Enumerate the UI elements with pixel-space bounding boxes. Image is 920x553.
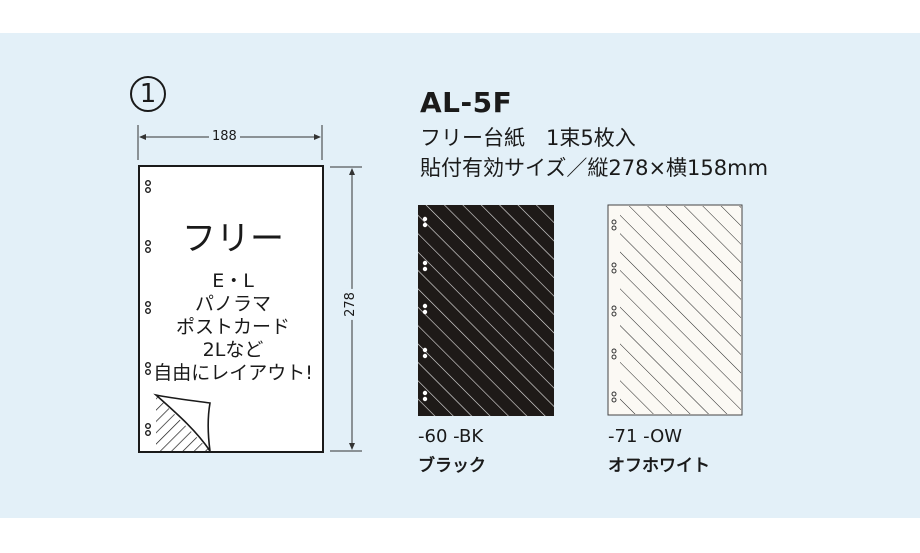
width-label: 188	[209, 129, 240, 144]
height-label: 278	[342, 289, 358, 320]
item-number-badge: 1	[130, 76, 166, 112]
variant-name-black: ブラック	[418, 456, 486, 476]
product-code: AL-5F	[420, 86, 513, 119]
variant-code-black: -60 -BK	[418, 426, 484, 447]
sheet-line: 自由にレイアウト!	[153, 362, 313, 384]
binding-holes	[144, 179, 151, 437]
sheet-title: フリー	[182, 219, 284, 259]
sheet-line: ポストカード	[175, 316, 290, 338]
sheet-text-block: フリー E・L パノラマ ポストカード 2Lなど 自由にレイアウト!	[140, 211, 326, 385]
sheet-line: E・L	[212, 270, 254, 292]
sheet-line: パノラマ	[194, 293, 271, 315]
swatch-black-holes	[422, 216, 428, 402]
peeled-corner	[153, 393, 211, 452]
variant-code-offwhite: -71 -OW	[608, 426, 683, 447]
product-size-info: 貼付有効サイズ／縦278×横158mm	[420, 156, 769, 180]
variant-name-offwhite: オフホワイト	[608, 456, 710, 476]
sheet-line: 2Lなど	[202, 339, 264, 361]
product-description: フリー台紙 1束5枚入	[420, 126, 636, 150]
swatch-offwhite-holes	[611, 219, 617, 403]
